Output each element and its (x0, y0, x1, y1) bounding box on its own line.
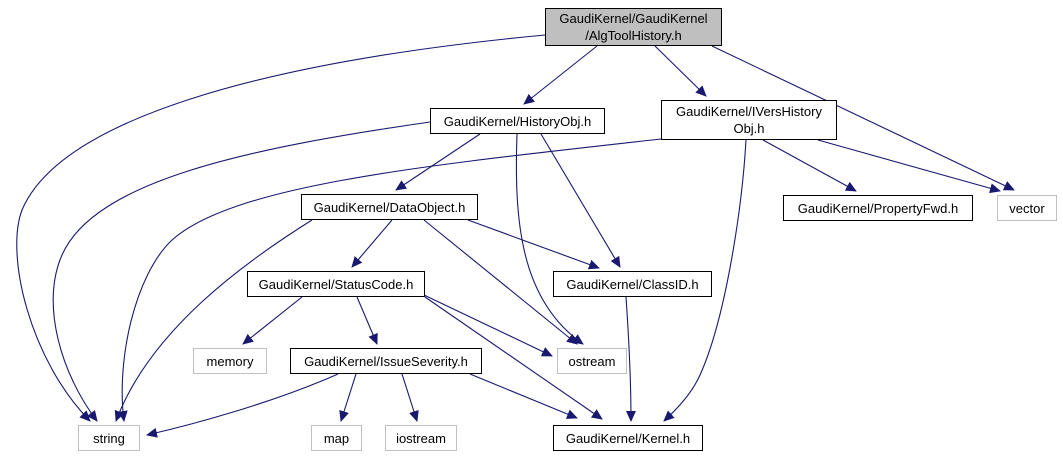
node-label: vector (1009, 200, 1045, 216)
node-label: GaudiKernel/PropertyFwd.h (797, 200, 959, 216)
edge-classid-kernel (625, 296, 636, 422)
edge-ivershistoryobj-kernel (663, 139, 747, 422)
edge-historyobj-dataobject (395, 133, 481, 191)
edge-ivershistoryobj-vector (817, 139, 1001, 194)
edge-statuscode-issueseverity (356, 296, 378, 345)
edge-dataobject-statuscode (351, 219, 393, 268)
edge-statuscode-kernel (424, 296, 603, 420)
node-historyobj[interactable]: GaudiKernel/HistoryObj.h (430, 108, 605, 134)
edge-algtoolhistory-ivershistoryobj (654, 45, 707, 97)
node-classid[interactable]: GaudiKernel/ClassID.h (553, 271, 712, 297)
edge-historyobj-string (52, 121, 431, 422)
node-label: ostream (568, 353, 616, 369)
node-string: string (78, 425, 140, 451)
edge-statuscode-memory (242, 296, 303, 345)
edge-issueseverity-iostream (401, 373, 419, 422)
node-label: /AlgToolHistory.h (585, 28, 682, 43)
node-propertyfwd[interactable]: GaudiKernel/PropertyFwd.h (783, 195, 973, 221)
node-issueseverity[interactable]: GaudiKernel/IssueSeverity.h (290, 348, 482, 374)
node-memory: memory (193, 348, 267, 374)
edge-dataobject-classid (467, 219, 600, 270)
edge-algtoolhistory-string (16, 34, 546, 422)
edge-ivershistoryobj-propertyfwd (762, 139, 857, 192)
node-label: GaudiKernel/IVersHistory (676, 104, 822, 119)
node-iostream: iostream (385, 425, 457, 451)
node-statuscode[interactable]: GaudiKernel/StatusCode.h (247, 271, 425, 297)
node-label: Obj.h (733, 121, 765, 136)
node-label: memory (206, 353, 254, 369)
node-label: map (323, 430, 350, 446)
node-label: GaudiKernel/StatusCode.h (258, 276, 414, 292)
node-label: GaudiKernel/Kernel.h (565, 430, 691, 446)
edge-algtoolhistory-historyobj (523, 45, 598, 105)
edge-ivershistoryobj-string (117, 138, 662, 422)
node-ostream: ostream (557, 348, 627, 374)
edge-issueseverity-map (339, 373, 357, 422)
node-kernel[interactable]: GaudiKernel/Kernel.h (553, 425, 703, 451)
node-label: GaudiKernel/HistoryObj.h (443, 113, 592, 129)
edge-statuscode-ostream (423, 294, 553, 357)
node-map: map (311, 425, 362, 451)
edge-dataobject-ostream (423, 219, 578, 345)
node-label: string (93, 430, 125, 446)
edge-historyobj-classid (540, 133, 621, 268)
node-dataobject[interactable]: GaudiKernel/DataObject.h (301, 194, 478, 220)
node-vector: vector (997, 195, 1057, 221)
edge-algtoolhistory-vector (711, 45, 1015, 191)
node-label: GaudiKernel/DataObject.h (313, 199, 466, 215)
edge-issueseverity-kernel (469, 373, 578, 419)
node-algtoolhistory: GaudiKernel/GaudiKernel/AlgToolHistory.h (545, 8, 722, 46)
edge-historyobj-ostream (515, 133, 584, 345)
node-label: GaudiKernel/ClassID.h (566, 276, 699, 292)
edge-dataobject-string (114, 219, 313, 422)
node-label: GaudiKernel/GaudiKernel (559, 11, 708, 26)
node-label: iostream (396, 430, 446, 446)
edge-issueseverity-string (146, 373, 339, 438)
node-label: GaudiKernel/IssueSeverity.h (304, 353, 468, 369)
